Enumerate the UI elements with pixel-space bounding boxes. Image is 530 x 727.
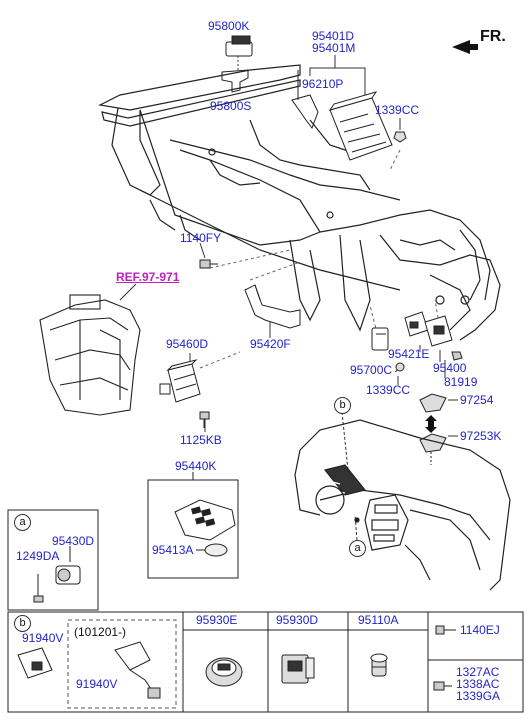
bolt-1140FY <box>199 259 218 269</box>
switch-95930D <box>281 654 315 684</box>
callout-a[interactable]: a <box>349 540 366 557</box>
plate-97254 <box>419 393 447 413</box>
part-label-95800K[interactable]: 95800K <box>208 19 250 33</box>
sensor-95110A <box>370 653 388 677</box>
part-label-95930D[interactable]: 95930D <box>276 613 319 627</box>
bolt-1125KB <box>199 411 210 428</box>
part-label-1339GA[interactable]: 1339GA <box>456 689 501 703</box>
arrow-double-icon <box>425 415 437 433</box>
bolt-1327AC <box>433 681 452 691</box>
module-95401 <box>328 91 393 161</box>
part-label-95110A[interactable]: 95110A <box>358 613 399 627</box>
parts-table <box>7 611 524 713</box>
smart-key-box <box>147 472 239 579</box>
variant-note: (101201-) <box>74 625 127 639</box>
leader-lines <box>119 55 458 541</box>
part-label-95440K[interactable]: 95440K <box>175 459 217 473</box>
part-label-1327AC[interactable]: 1327AC <box>456 665 500 679</box>
module-95800K <box>225 35 253 57</box>
nut-1339CC-top <box>393 131 407 143</box>
part-label-91940V-a[interactable]: 91940V <box>22 631 64 645</box>
part-label-1338AC[interactable]: 1338AC <box>456 677 500 691</box>
part-label-1140EJ[interactable]: 1140EJ <box>460 623 500 637</box>
front-direction-label: FR. <box>480 28 506 45</box>
reference-label[interactable]: REF.97-971 <box>116 270 180 284</box>
connector-91940V-a <box>17 647 53 679</box>
module-95460D <box>159 359 201 403</box>
part-label-95401M[interactable]: 95401M <box>312 41 356 55</box>
part-label-95420F[interactable]: 95420F <box>250 337 291 351</box>
part-label-81919[interactable]: 81919 <box>444 375 478 389</box>
bolt-1140EJ <box>435 625 456 635</box>
nut-1339CC-mid <box>395 362 405 372</box>
switch-95930E <box>205 657 243 687</box>
box-a-tag: a <box>14 514 31 531</box>
module-95400 <box>424 315 453 347</box>
part-label-95413A[interactable]: 95413A <box>152 543 194 557</box>
detail-box-a <box>7 509 99 611</box>
hvac-unit <box>39 294 141 416</box>
part-label-95421E[interactable]: 95421E <box>388 347 430 361</box>
module-95700C <box>371 327 389 351</box>
part-label-97254[interactable]: 97254 <box>460 393 494 407</box>
bracket-95800S <box>221 69 249 93</box>
module-95421E <box>404 311 429 337</box>
part-label-95700C[interactable]: 95700C <box>350 363 393 377</box>
antenna-95430D <box>55 546 81 585</box>
dashboard-panel <box>294 419 511 591</box>
part-label-95800S[interactable]: 95800S <box>210 99 252 113</box>
screw-1249DA <box>33 574 44 603</box>
cowl-cross-bar <box>98 64 501 341</box>
part-label-1339CC-top[interactable]: 1339CC <box>375 103 420 117</box>
part-label-97253K[interactable]: 97253K <box>460 429 502 443</box>
part-label-1140FY[interactable]: 1140FY <box>180 231 222 245</box>
part-label-1339CC-mid[interactable]: 1339CC <box>366 383 411 397</box>
part-label-95460D[interactable]: 95460D <box>166 337 209 351</box>
part-label-96210P[interactable]: 96210P <box>302 77 344 91</box>
part-label-95400[interactable]: 95400 <box>433 361 467 375</box>
table-b-tag: b <box>14 615 31 632</box>
front-direction-arrow-icon <box>452 40 478 54</box>
part-label-95430D[interactable]: 95430D <box>52 534 95 548</box>
callout-b[interactable]: b <box>334 397 351 414</box>
part-label-95930E[interactable]: 95930E <box>196 613 238 627</box>
bracket-96210P <box>291 70 319 130</box>
connector-91940V-b <box>114 641 161 699</box>
part-label-1249DA[interactable]: 1249DA <box>16 549 60 563</box>
part-label-95401D[interactable]: 95401D <box>312 29 355 43</box>
bracket-95420F <box>244 284 301 329</box>
part-label-1125KB[interactable]: 1125KB <box>180 433 222 447</box>
bolt-81919 <box>451 351 463 361</box>
battery-95413A <box>196 543 228 557</box>
smart-key-fob <box>174 499 236 541</box>
part-label-91940V-b[interactable]: 91940V <box>76 677 118 691</box>
